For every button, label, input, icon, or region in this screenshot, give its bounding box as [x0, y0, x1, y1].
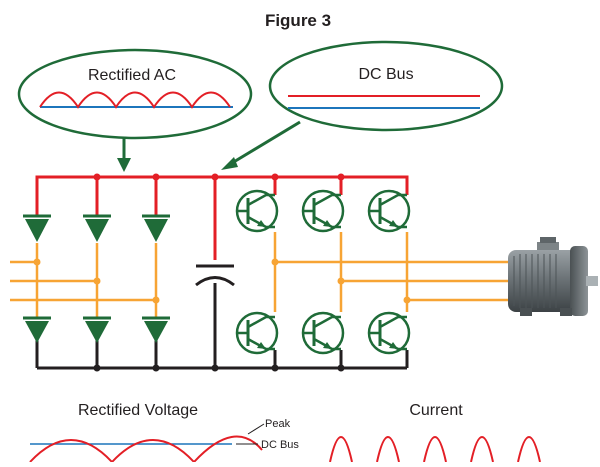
- junction-dot: [93, 277, 101, 285]
- junction-dot: [403, 296, 411, 304]
- inverter-output-phases: [273, 232, 508, 312]
- igbt-transistor-icon: [301, 189, 345, 233]
- junction-dot: [337, 364, 345, 372]
- diode-icon: [83, 316, 111, 343]
- figure-title: Figure 3: [265, 11, 331, 30]
- rectified-voltage-label: Rectified Voltage: [78, 402, 198, 419]
- current-graph: Current: [329, 402, 541, 463]
- igbt-transistor-icon: [301, 311, 345, 355]
- diode-icon: [83, 214, 111, 242]
- callout-rectified-ac: Rectified AC: [17, 48, 253, 172]
- junction-dot: [152, 173, 160, 181]
- callout-dc-bus: DC Bus: [221, 40, 504, 170]
- peak-label: Peak: [265, 418, 291, 430]
- junction-dot: [271, 258, 279, 266]
- diode-icon: [142, 316, 170, 343]
- igbt-transistor-icon: [367, 189, 411, 233]
- callout-arrow-head: [117, 158, 131, 172]
- rectified-voltage-waveform: [29, 435, 263, 464]
- rectified-ac-waveform: [39, 91, 231, 109]
- callout-rectified-ac-label: Rectified AC: [88, 67, 176, 84]
- junction-dot: [271, 173, 279, 181]
- circuit: [10, 173, 508, 372]
- capacitor-icon: [195, 264, 235, 287]
- callout-arrow-line: [231, 120, 301, 165]
- current-label: Current: [409, 402, 463, 419]
- junction-dot: [152, 296, 160, 304]
- junction-dot: [211, 173, 219, 181]
- junction-dot: [152, 364, 160, 372]
- junction-dot: [337, 277, 345, 285]
- igbt-transistor-icon: [235, 311, 279, 355]
- junction-dot: [93, 173, 101, 181]
- dc-positive-rail: [35, 175, 409, 195]
- callout-bubble: [17, 48, 253, 140]
- junction-dot: [271, 364, 279, 372]
- junction-dot: [33, 258, 41, 266]
- current-waveform: [329, 436, 541, 463]
- callout-bubble: [268, 40, 504, 132]
- electric-motor-icon: [508, 237, 598, 316]
- igbt-transistor-icon: [367, 311, 411, 355]
- diode-icon: [142, 214, 170, 242]
- junction-dot: [93, 364, 101, 372]
- dc-bus-level-label: DC Bus: [261, 439, 299, 451]
- junction-dot: [337, 173, 345, 181]
- rectified-voltage-graph: Rectified Voltage Peak DC Bus: [29, 402, 299, 464]
- peak-leader-line: [247, 423, 265, 435]
- callout-dc-bus-label: DC Bus: [358, 66, 413, 83]
- diode-icon: [23, 214, 51, 242]
- callout-arrow-head: [221, 157, 238, 170]
- igbt-transistor-icon: [235, 189, 279, 233]
- junction-dot: [211, 364, 219, 372]
- ac-input-phases: [10, 243, 158, 318]
- diode-icon: [23, 316, 51, 343]
